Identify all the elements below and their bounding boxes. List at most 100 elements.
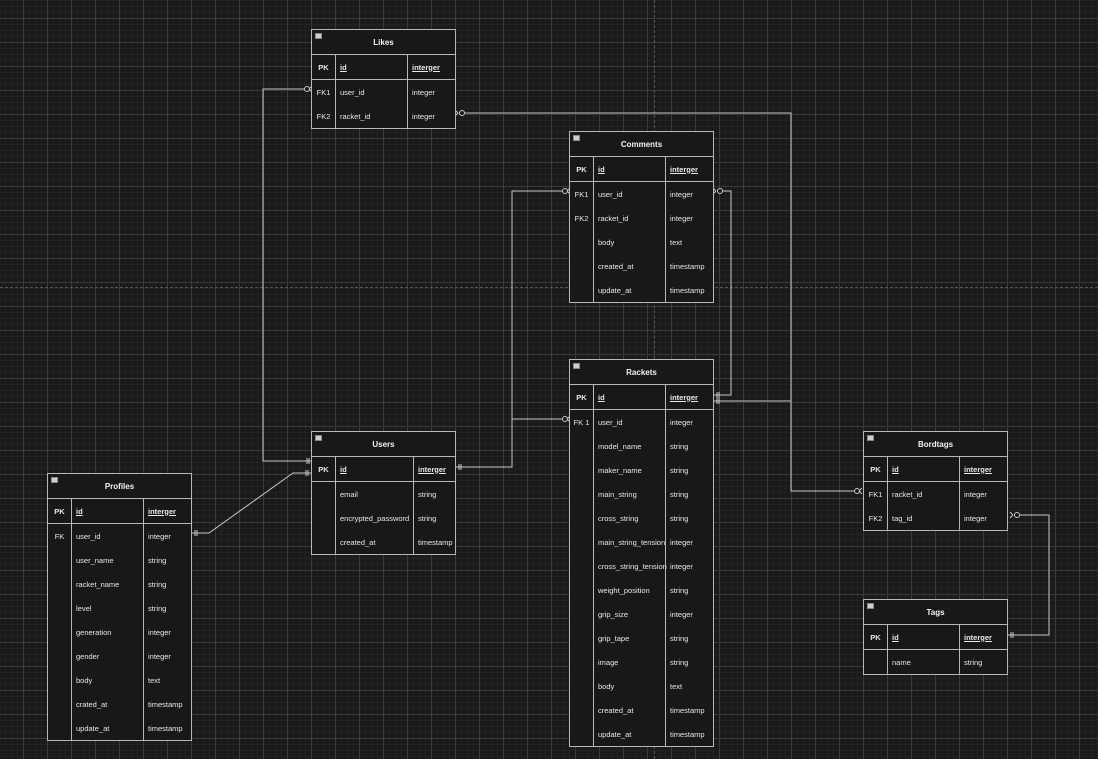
field-name: main_string [594, 482, 666, 506]
field-name: created_at [336, 530, 414, 554]
field-row-body[interactable]: body text [570, 230, 713, 254]
primary-key-row[interactable]: PK id interger [864, 457, 1007, 482]
primary-key-row[interactable]: PK id interger [48, 499, 191, 524]
field-type: timestamp [148, 723, 183, 733]
field-name: level [72, 596, 144, 620]
primary-key-row[interactable]: PK id interger [570, 157, 713, 182]
collapse-icon[interactable] [51, 477, 58, 483]
collapse-icon[interactable] [867, 603, 874, 609]
primary-key-row[interactable]: PK id interger [312, 457, 455, 482]
field-type: interger [414, 457, 455, 481]
collapse-icon[interactable] [315, 33, 322, 39]
field-name: racket_name [72, 572, 144, 596]
collapse-icon[interactable] [573, 135, 580, 141]
entity-header[interactable]: Rackets [570, 360, 713, 385]
field-name: user_id [594, 182, 666, 206]
field-type: text [670, 237, 683, 247]
field-name: user_id [594, 410, 666, 434]
key-label [570, 278, 594, 302]
entity-header[interactable]: Profiles [48, 474, 191, 499]
field-name: racket_id [888, 482, 960, 506]
entity-header[interactable]: Users [312, 432, 455, 457]
field-type: integer [670, 417, 693, 427]
entity-title: Comments [620, 139, 663, 149]
entity-header[interactable]: Bordtags [864, 432, 1007, 457]
key-label [312, 506, 336, 530]
field-type: timestamp [670, 261, 705, 271]
primary-key-row[interactable]: PK id interger [864, 625, 1007, 650]
field-name: racket_id [336, 104, 408, 128]
key-label [570, 650, 594, 674]
key-label: PK [48, 499, 72, 523]
key-label [570, 674, 594, 698]
field-type: string [670, 633, 689, 643]
collapse-icon[interactable] [315, 435, 322, 441]
field-row-created-at[interactable]: created_at timestamp [570, 254, 713, 278]
field-name: name [888, 650, 960, 674]
key-label [570, 554, 594, 578]
key-label [864, 650, 888, 674]
link-rackets-comments [713, 190, 732, 396]
entity-header[interactable]: Tags [864, 600, 1007, 625]
collapse-icon[interactable] [867, 435, 874, 441]
primary-key-row[interactable]: PK id interger [570, 385, 713, 410]
field-type: integer [148, 531, 171, 541]
field-type: timestamp [148, 699, 183, 709]
collapse-icon[interactable] [573, 363, 580, 369]
key-label: PK [570, 385, 594, 409]
primary-key-row[interactable]: PK id interger [312, 55, 455, 80]
field-name: body [594, 230, 666, 254]
field-type: timestamp [670, 705, 705, 715]
key-label: FK1 [570, 182, 594, 206]
entity-header[interactable]: Likes [312, 30, 455, 55]
entity-title: Profiles [104, 481, 135, 491]
key-label [312, 482, 336, 506]
key-label: FK1 [312, 80, 336, 104]
field-name: racket_id [594, 206, 666, 230]
entity-header[interactable]: Comments [570, 132, 713, 157]
field-name: created_at [594, 254, 666, 278]
